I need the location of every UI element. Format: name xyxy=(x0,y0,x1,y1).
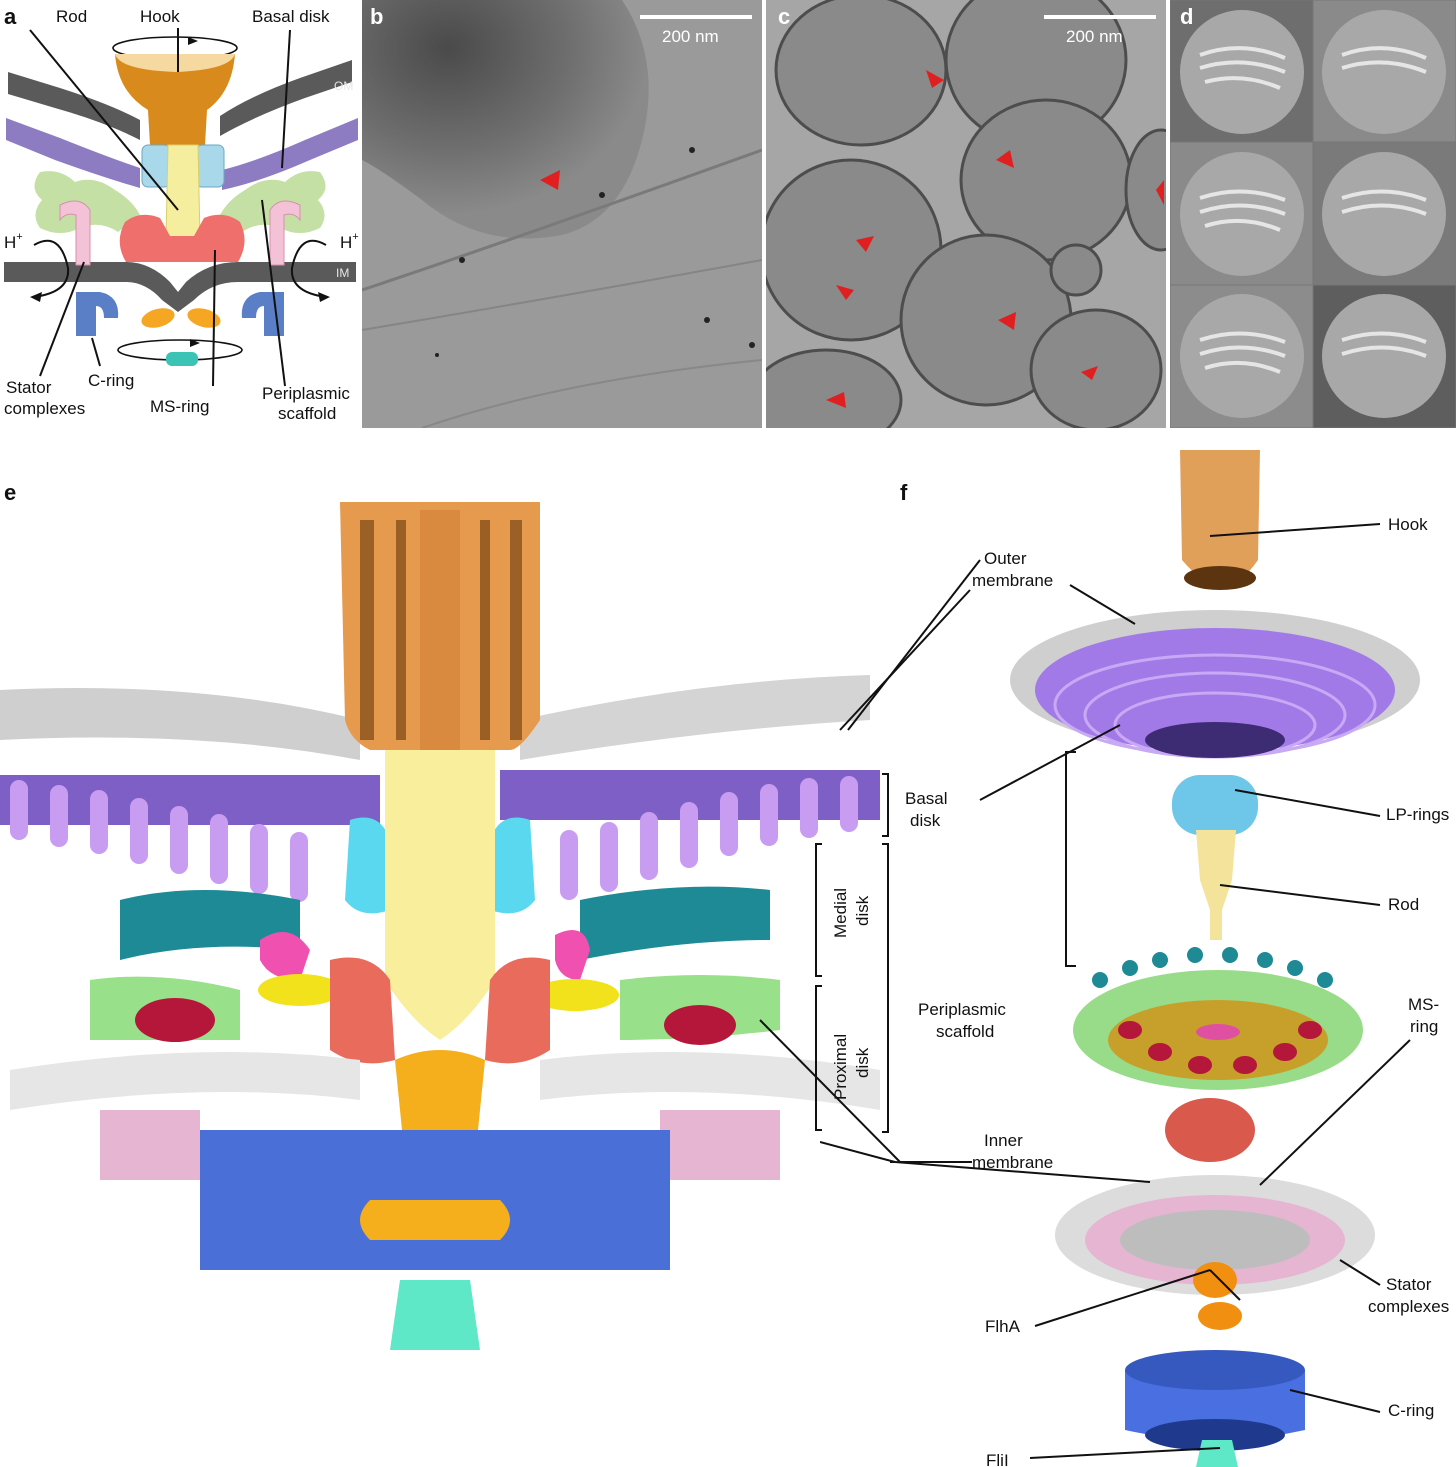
panel-letter-a: a xyxy=(4,4,17,29)
basal-disk-bracket-line2: disk xyxy=(910,811,941,830)
outer-membrane-label-line2: membrane xyxy=(972,571,1053,590)
panel-e-brackets: Basal disk Medial disk Proximal disk xyxy=(815,773,948,1133)
f-stator-label-line1: Stator xyxy=(1386,1275,1432,1294)
f-ms-label-line2: ring xyxy=(1410,1017,1438,1036)
panel-c-micrograph: 200 nm xyxy=(766,0,1166,428)
flagellar-motor-arrowhead xyxy=(540,170,560,190)
periplasmic-label-line2: scaffold xyxy=(278,404,336,423)
f-periplasmic-label-line1: Periplasmic xyxy=(918,1000,1006,1019)
stator-label-line1: Stator xyxy=(6,378,52,397)
basal-disk-bracket-line1: Basal xyxy=(905,789,948,808)
flii-density xyxy=(1196,1440,1238,1467)
panel-d-class-averages xyxy=(1170,0,1456,428)
im-label: IM xyxy=(336,266,349,280)
stator-label-line2: complexes xyxy=(4,399,85,418)
ms-ring-label: MS-ring xyxy=(150,397,210,416)
f-flha-label: FlhA xyxy=(985,1317,1021,1336)
panel-a-schematic: OM IM H+ H+ Rod Hook Basal disk Stator c… xyxy=(4,7,359,423)
panel-letter-c: c xyxy=(778,4,791,29)
f-ms-label-line1: MS- xyxy=(1408,995,1439,1014)
panel-letter-e: e xyxy=(4,480,17,505)
panel-letter-b: b xyxy=(370,4,384,29)
panel-letter-d: d xyxy=(1180,4,1194,29)
h-plus-left: H+ xyxy=(4,231,23,252)
f-flii-label: FliI xyxy=(986,1451,1009,1467)
periplasmic-label-line1: Periplasmic xyxy=(262,384,350,403)
panel-b-micrograph: 200 nm xyxy=(362,0,762,428)
panel-letter-f: f xyxy=(900,480,908,505)
rod-density xyxy=(1196,830,1236,940)
h-plus-right: H+ xyxy=(340,231,359,252)
panel-e-cutaway-map xyxy=(0,502,880,1180)
c-ring-label: C-ring xyxy=(88,371,134,390)
proximal-disk-label-line2: disk xyxy=(853,1047,872,1078)
basal-disk-label: Basal disk xyxy=(252,7,330,26)
panel-f-exploded-view xyxy=(1010,450,1420,1467)
scale-label: 200 nm xyxy=(662,27,719,46)
f-hook-label: Hook xyxy=(1388,515,1428,534)
f-rod-label: Rod xyxy=(1388,895,1419,914)
rod-label: Rod xyxy=(56,7,87,26)
f-stator-label-line2: complexes xyxy=(1368,1297,1449,1316)
hook-density xyxy=(1180,450,1260,586)
medial-disk-label-line1: Medial xyxy=(831,888,850,938)
panel-f-labels: Hook LP-rings Rod Periplasmic scaffold M… xyxy=(820,515,1449,1467)
panel-e-membrane-labels: Outer membrane Inner membrane xyxy=(759,549,1053,1172)
f-lp-rings-label: LP-rings xyxy=(1386,805,1449,824)
f-periplasmic-label-line2: scaffold xyxy=(936,1022,994,1041)
panel-e-cutaway-bottom xyxy=(200,1180,670,1350)
scale-label: 200 nm xyxy=(1066,27,1123,46)
hook-label: Hook xyxy=(140,7,180,26)
inner-membrane-label-line2: membrane xyxy=(972,1153,1053,1172)
ms-ring-density xyxy=(1165,1098,1255,1162)
om-label: OM xyxy=(334,79,353,93)
outer-membrane-label-line1: Outer xyxy=(984,549,1027,568)
c-ring-density xyxy=(1125,1370,1305,1440)
proximal-disk-label-line1: Proximal xyxy=(831,1034,850,1100)
f-c-ring-label: C-ring xyxy=(1388,1401,1434,1420)
inner-membrane-label-line1: Inner xyxy=(984,1131,1023,1150)
medial-disk-label-line2: disk xyxy=(853,895,872,926)
